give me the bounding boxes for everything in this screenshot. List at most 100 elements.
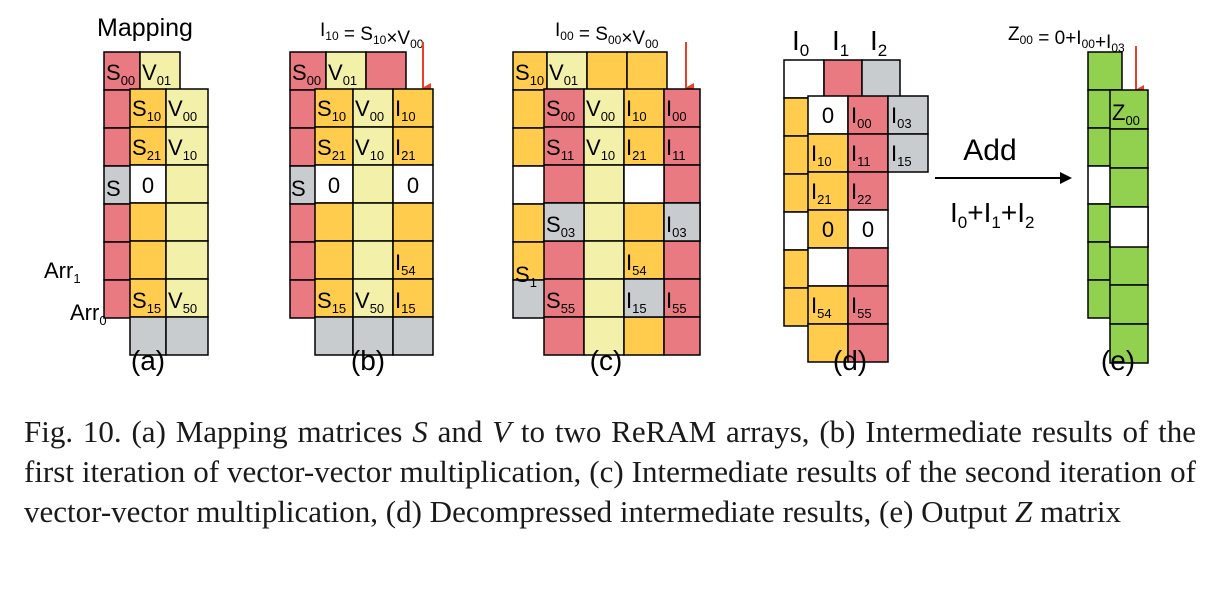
array0-cell — [352, 164, 394, 204]
cell-v10: V10 — [355, 135, 384, 163]
array0-cell — [543, 202, 585, 242]
cell-i22: I22 — [851, 179, 872, 207]
array0-cell — [314, 240, 354, 280]
array0-cell — [165, 278, 209, 318]
i1-column-cell — [847, 285, 889, 325]
cell-zero: 0 — [862, 217, 874, 242]
array0-cell — [392, 126, 434, 166]
cell-s21: S21 — [317, 135, 346, 163]
cell-v50: V50 — [168, 288, 197, 316]
cell-i15: I15 — [395, 288, 416, 316]
z-column-cell — [1087, 51, 1123, 91]
cell-z00: Z00 — [1112, 100, 1140, 128]
array0-cell — [165, 240, 209, 280]
array0-cell — [392, 316, 434, 356]
array0-cell — [623, 278, 665, 318]
cell-i55: I55 — [851, 293, 872, 321]
i2-column-cell — [861, 59, 901, 99]
cell-zero: 0 — [822, 217, 834, 242]
i1-column-cell — [847, 247, 889, 287]
array0-cell — [352, 202, 394, 242]
i0-column-cell — [807, 209, 849, 249]
array0-cell — [129, 126, 167, 166]
z-column-cell — [1109, 128, 1149, 169]
caption-matrix-s: S — [412, 414, 428, 449]
cell-i11: I11 — [666, 135, 686, 163]
cell-i21: I21 — [395, 135, 416, 163]
panel-a-label: (a) — [131, 345, 165, 376]
array0-cell — [623, 202, 665, 242]
cell-s0-partial: S — [106, 176, 121, 201]
cell-s55: S55 — [546, 288, 575, 316]
z-column-cell — [1109, 323, 1149, 364]
i1-column-cell — [847, 171, 889, 211]
cell-i54: I54 — [811, 293, 832, 321]
array0-cell — [129, 278, 167, 318]
array0-cell — [663, 278, 701, 318]
panel-e-equation: Z00 = 0+I00+I03 — [1008, 24, 1125, 55]
array0-cell — [129, 202, 167, 242]
array0-cell — [543, 278, 585, 318]
panel-d-label: (d) — [833, 345, 867, 376]
array0-cell — [623, 316, 665, 356]
array1-cell — [512, 203, 548, 243]
caption-matrix-z: Z — [1015, 494, 1033, 529]
i0-column-cell — [807, 133, 849, 173]
cell-i03: I03 — [666, 212, 687, 240]
i1-column-cell — [823, 59, 863, 99]
array1-cell — [139, 51, 181, 91]
array1-cell — [586, 51, 628, 91]
cell-s10: S10 — [515, 60, 544, 88]
array1-cell — [512, 241, 548, 281]
i2-column-cell — [887, 133, 929, 173]
i0-column-cell — [807, 247, 849, 287]
cell-i10: I10 — [626, 96, 647, 124]
i2-column-cell — [887, 95, 929, 135]
i1-column-cell — [847, 95, 889, 135]
panel-e-label: (e) — [1101, 345, 1135, 376]
array0-cell — [583, 316, 625, 356]
cell-i00: I00 — [666, 96, 687, 124]
panel-c-equation: I00 = S00×V00 — [555, 20, 659, 51]
z-column-cell — [1109, 284, 1149, 325]
cell-i21: I21 — [811, 179, 832, 207]
arr0-label: Arr0 — [70, 300, 107, 328]
caption-part-1: Fig. 10. (a) Mapping matrices — [24, 414, 413, 449]
cell-i10: I10 — [395, 96, 416, 124]
array0-cell — [543, 88, 585, 128]
cell-v10: V10 — [168, 135, 197, 163]
header-i1: I1 — [832, 25, 849, 60]
array0-cell — [623, 164, 665, 204]
array0-cell — [663, 88, 701, 128]
cell-s11: S11 — [546, 135, 574, 163]
cell-i55: I55 — [666, 288, 687, 316]
cell-zero: 0 — [822, 103, 834, 128]
cell-s00: S00 — [546, 96, 575, 124]
i0-column-cell — [807, 171, 849, 211]
array0-cell — [314, 278, 354, 318]
array0-cell — [314, 202, 354, 242]
panel-b-equation: I10 = S10×V00 — [320, 20, 424, 51]
cell-s03: S03 — [546, 212, 575, 240]
add-label: Add — [963, 134, 1016, 167]
cell-zero: 0 — [407, 173, 419, 198]
panel-b-label: (b) — [351, 345, 385, 376]
z-column-cell — [1109, 167, 1149, 208]
cell-s15: S15 — [317, 288, 346, 316]
array1-cell — [512, 165, 548, 205]
z-column-cell — [1109, 245, 1149, 286]
panel-c-label: (c) — [590, 345, 623, 376]
panel-a-title: Mapping — [97, 14, 193, 42]
array0-cell — [583, 202, 625, 242]
cell-i15: I15 — [626, 288, 647, 316]
array0-cell — [352, 278, 394, 318]
cell-i03: I03 — [891, 103, 912, 131]
array0-cell — [663, 240, 701, 280]
cell-s21: S21 — [132, 135, 161, 163]
array0-cell — [392, 278, 434, 318]
caption-part-2: and — [427, 414, 493, 449]
array1-cell — [512, 127, 548, 167]
array0-cell — [583, 240, 625, 280]
array0-cell — [663, 126, 701, 166]
